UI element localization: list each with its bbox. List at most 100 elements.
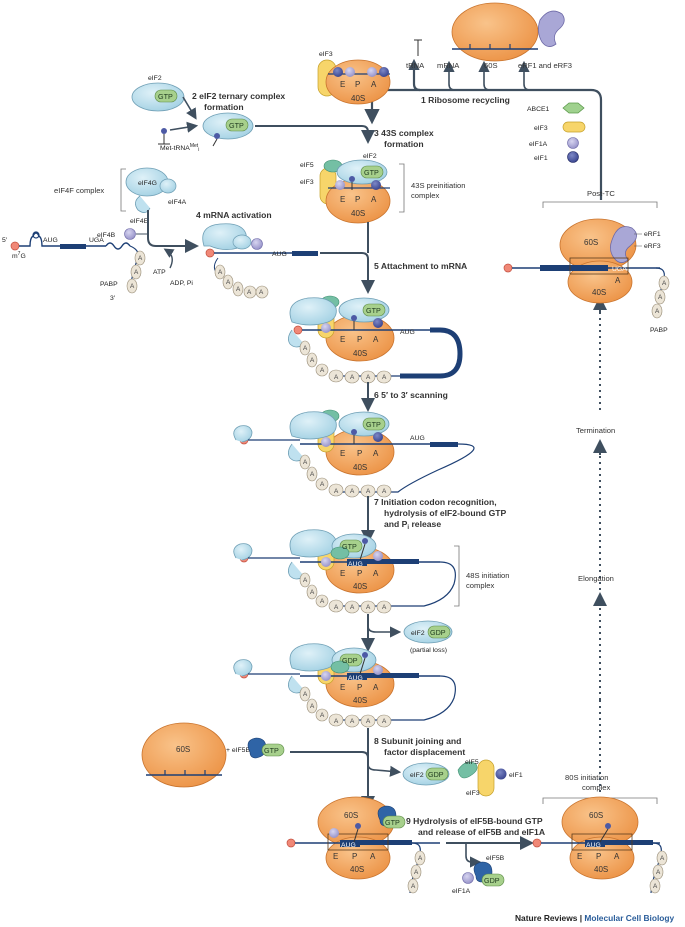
activated-pabp xyxy=(214,264,269,299)
poly-a-final-1: A xyxy=(660,855,665,862)
s60-label-9: 60S xyxy=(344,811,358,820)
eif3-label-recycled: eIF3 xyxy=(319,51,333,58)
poly-a-att-3: A xyxy=(320,367,325,374)
arrow-step2-a xyxy=(182,96,197,120)
gdp-complex-poly-a xyxy=(299,686,392,728)
free-mrna xyxy=(10,231,131,251)
poly-a-scan-1: A xyxy=(303,459,308,466)
step-7-label-c: and Pi release xyxy=(384,519,441,531)
gdp-label-eif5b: GDP xyxy=(484,876,500,885)
gtp-label-scanning: GTP xyxy=(366,420,381,429)
poly-a-80s-1: A xyxy=(418,855,423,862)
complex-attached xyxy=(288,295,463,379)
recycled-40s-complex xyxy=(317,59,391,105)
poly-a-48s-7: A xyxy=(382,604,387,611)
poly-a-att-7: A xyxy=(382,374,387,381)
met-trna-free xyxy=(158,128,170,145)
site-a-1: A xyxy=(371,80,377,89)
eif4f-complex-label: eIF4F complex xyxy=(54,186,104,195)
erf3-label: eRF3 xyxy=(644,243,661,250)
s40-label-final: 40S xyxy=(594,865,608,874)
free-60s-subunit xyxy=(451,2,539,62)
eif4g-label: eIF4G xyxy=(138,180,157,187)
bracket-eif4f xyxy=(120,168,126,212)
m7g-label: m7G xyxy=(12,251,26,260)
bracket-43s xyxy=(399,163,405,213)
three-prime-label-free: 3′ xyxy=(110,295,116,302)
step-6-label: 6 5′ to 3′ scanning xyxy=(374,390,448,400)
step-2-label-a: 2 eIF2 ternary complex xyxy=(192,91,285,101)
site-e-6: E xyxy=(340,683,345,692)
poly-a-scan-6: A xyxy=(366,488,371,495)
step-1-label: 1 Ribosome recycling xyxy=(421,95,510,105)
eRF1-eRF3-shape xyxy=(538,10,565,47)
poly-a-gdp-2: A xyxy=(310,703,315,710)
poly-a-att-2: A xyxy=(310,357,315,364)
complex-gdp xyxy=(233,643,456,721)
adp-pi-label: ADP, Pi xyxy=(170,280,193,287)
aug-label-attached: AUG xyxy=(400,329,415,336)
poly-a-act-4: A xyxy=(247,289,252,296)
poly-a-48s-4: A xyxy=(334,604,339,611)
step-4-label: 4 mRNA activation xyxy=(196,210,272,220)
48s-poly-a xyxy=(299,572,392,614)
s40-label-6: 40S xyxy=(353,696,367,705)
free-60s-left xyxy=(141,722,227,788)
footer-credit: Nature Reviews | Molecular Cell Biology xyxy=(515,913,675,923)
eif5b-free xyxy=(247,737,285,759)
arrow-60s-join xyxy=(290,751,369,759)
poly-a-gdp-5: A xyxy=(350,718,355,725)
bracket-48s xyxy=(454,545,460,607)
step-7-label-a: 7 Initiation codon recognition, xyxy=(374,497,497,507)
eif4b xyxy=(124,228,148,240)
eif2-label-released: eIF2 xyxy=(411,630,425,637)
arrow-step3 xyxy=(255,125,375,144)
recycling-factors-legend xyxy=(562,102,586,163)
site-p-2: P xyxy=(355,195,360,204)
complex-80s-final xyxy=(532,796,668,894)
poly-a-48s-3: A xyxy=(320,598,325,605)
init-80s-label-b: complex xyxy=(582,783,610,792)
site-e-final: E xyxy=(577,852,582,861)
site-e-3: E xyxy=(340,335,345,344)
met-trna-label: Met-tRNAMeti xyxy=(160,143,199,153)
eif3-label-43s: eIF3 xyxy=(300,179,314,186)
site-a-final: A xyxy=(614,852,620,861)
poly-a-gdp-7: A xyxy=(382,718,387,725)
arrow-eif5b-release xyxy=(465,843,482,868)
poly-a-48s-5: A xyxy=(350,604,355,611)
scanning-poly-a xyxy=(299,454,392,498)
atp-arrow xyxy=(163,248,175,269)
eif5-label-release: eIF5 xyxy=(465,759,479,766)
abce1-label: ABCE1 xyxy=(527,106,550,113)
aug-label-free: AUG xyxy=(43,237,58,244)
termination-label: Termination xyxy=(576,426,615,435)
uga-label-free: UGA xyxy=(89,237,104,244)
eif5b-eif1a-released xyxy=(462,861,505,887)
erf1-label: eRF1 xyxy=(644,231,661,238)
eif4a-label: eIF4A xyxy=(168,199,187,206)
s60-label-posttc: 60S xyxy=(584,238,598,247)
released-factors xyxy=(402,759,507,797)
gdp-label-release2: GDP xyxy=(428,770,444,779)
gdp-label-complex: GDP xyxy=(342,656,358,665)
site-a-2: A xyxy=(371,195,377,204)
aug-label-gdp-complex: AUG xyxy=(348,675,363,682)
init-80s-label-a: 80S initiation xyxy=(565,773,608,782)
pabp-free xyxy=(126,245,146,294)
poly-a-act-3: A xyxy=(236,286,241,293)
complex-scanning xyxy=(233,409,475,493)
step-8-label-a: 8 Subunit joining and xyxy=(374,736,461,746)
gtp-label-attached: GTP xyxy=(366,306,381,315)
init-48s-label-b: complex xyxy=(466,581,494,590)
arrow-step4-main xyxy=(147,210,199,253)
eif2-gdp-released xyxy=(403,620,453,644)
poly-a-gdp-6: A xyxy=(366,718,371,725)
site-a-posttc: A xyxy=(615,276,621,285)
eif1a-label-released: eIF1A xyxy=(452,888,471,895)
poly-a-scan-3: A xyxy=(320,481,325,488)
footer-sep: | xyxy=(577,913,584,923)
s40-label-1: 40S xyxy=(351,94,365,103)
s40-label-2: 40S xyxy=(351,209,365,218)
